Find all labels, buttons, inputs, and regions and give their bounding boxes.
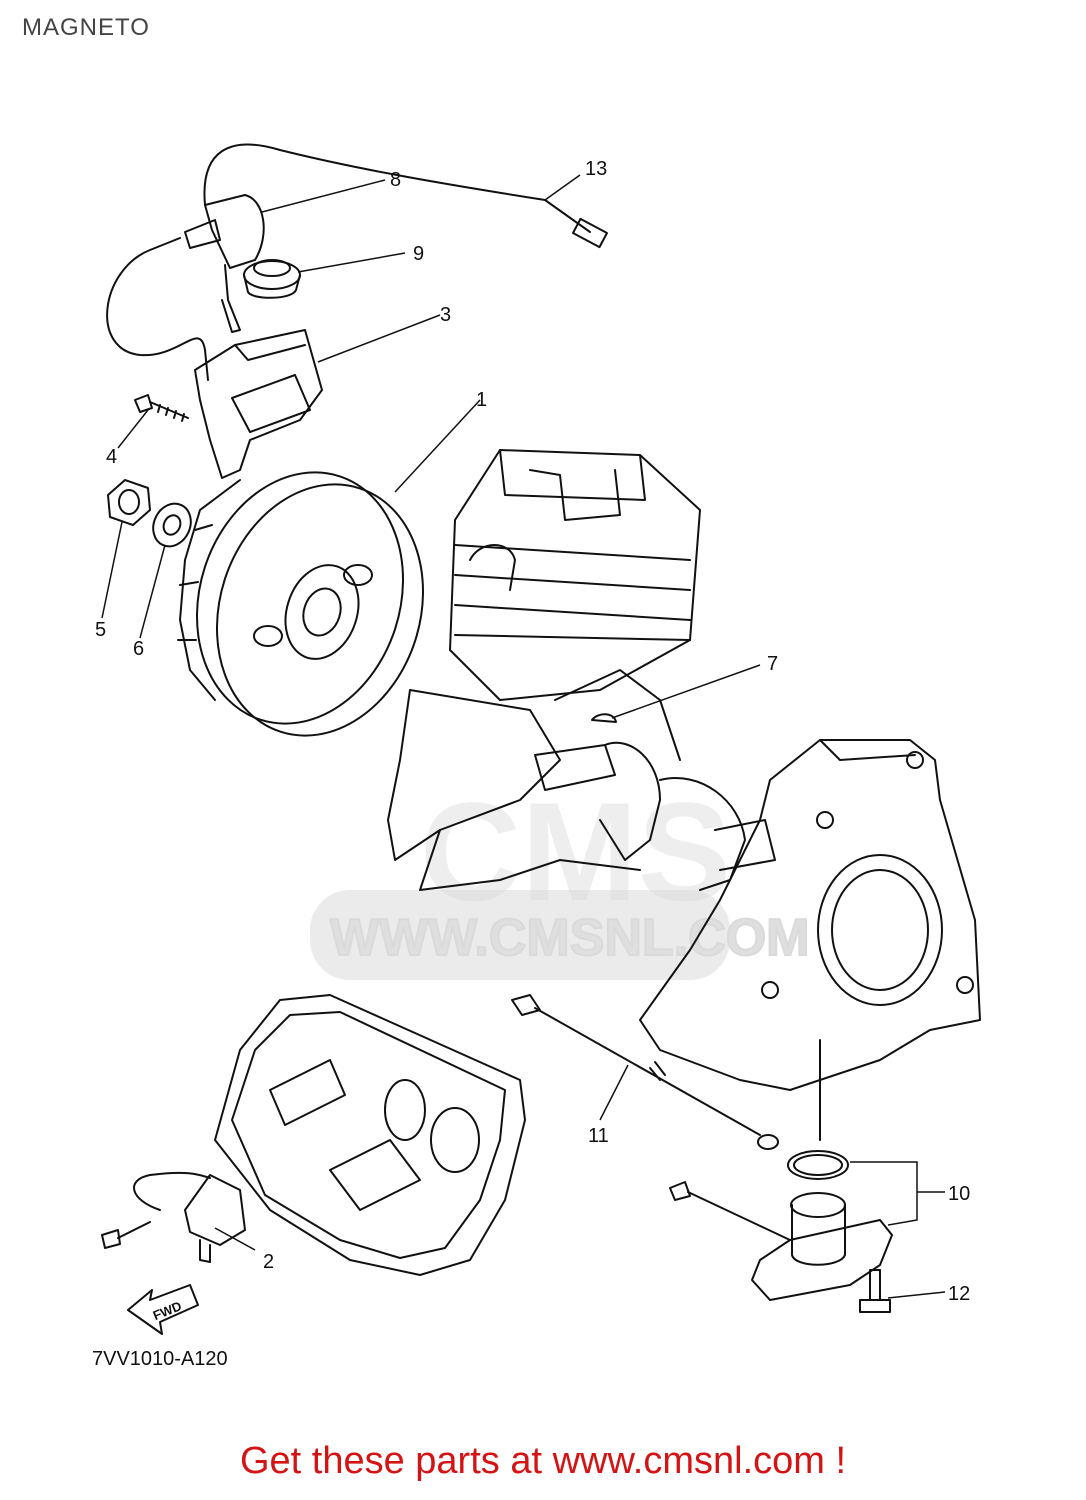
callout-6: 6 (133, 638, 144, 660)
callout-4: 4 (106, 446, 117, 468)
callout-10: 10 (948, 1183, 970, 1205)
flywheel-nut (107, 479, 151, 526)
callout-1: 1 (476, 389, 487, 411)
stator-cover (214, 994, 526, 1276)
ground-lead (511, 994, 779, 1150)
control-unit (101, 1171, 246, 1263)
page-title: MAGNETO (22, 14, 150, 41)
callout-12: 12 (948, 1283, 970, 1305)
woodruff-key (591, 713, 617, 723)
callout-5: 5 (95, 619, 106, 641)
callout-8: 8 (390, 169, 401, 191)
stop-switch-lead (203, 143, 608, 249)
oil-level-sensor (669, 1150, 893, 1301)
callout-3: 3 (440, 304, 451, 326)
washer (152, 502, 192, 548)
fwd-arrow-icon (127, 1284, 199, 1335)
leader-lines (101, 174, 946, 1299)
sensor-bolt (859, 1269, 891, 1313)
ignition-coil (194, 329, 323, 479)
watermark: WWW.CMSNL.COM CMS (310, 773, 810, 980)
ht-lead (106, 237, 209, 381)
watermark-brand: CMS (420, 773, 731, 930)
coil-bolt (134, 394, 189, 422)
crankcase-cover (639, 739, 981, 1141)
callout-9: 9 (413, 243, 424, 265)
crankshaft (534, 741, 776, 891)
watermark-url: WWW.CMSNL.COM (330, 909, 809, 967)
footer-link[interactable]: Get these parts at www.cmsnl.com ! (239, 1440, 847, 1482)
spark-plug-cap (184, 194, 265, 333)
flywheel (177, 471, 425, 737)
diagram-code: 7VV1010-A120 (92, 1348, 228, 1370)
engine-crankcase (387, 449, 701, 891)
grommet (243, 259, 301, 299)
callout-13: 13 (585, 158, 607, 180)
callout-labels: 1 2 3 4 5 6 7 8 9 10 11 12 13 (95, 158, 970, 1305)
callout-2: 2 (263, 1251, 274, 1273)
callout-11: 11 (588, 1125, 609, 1147)
callout-7: 7 (767, 653, 778, 675)
